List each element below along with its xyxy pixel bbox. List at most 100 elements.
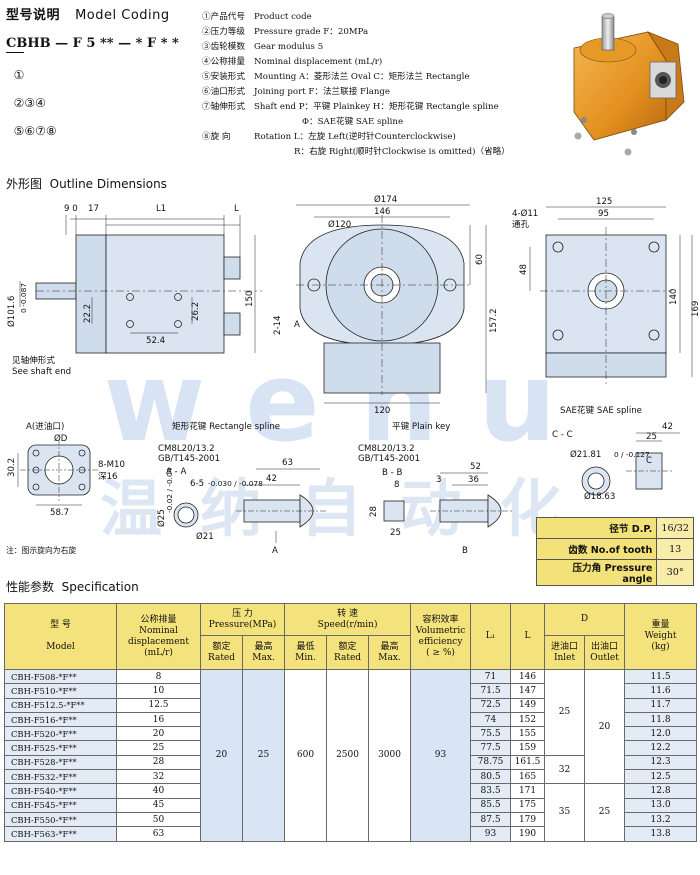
svg-text:140: 140 — [669, 289, 679, 305]
inlet-value-a: 25 — [544, 669, 586, 756]
model-code-numbers: ① ②③④ ⑤⑥⑦⑧ — [6, 54, 57, 138]
outline-title: 外形图 Outline Dimensions — [6, 177, 167, 191]
svg-text:SAE花键 SAE spline: SAE花键 SAE spline — [560, 404, 642, 416]
inlet-value-c: 35 — [544, 783, 586, 842]
svg-text:22.2: 22.2 — [83, 304, 93, 323]
outline-drawings: 9 0 17 L1 L Ø101.6 0 -0.087 22.2 52.4 26… — [6, 195, 700, 556]
svg-text:157.2: 157.2 — [489, 308, 499, 333]
inlet-labels: A(进油口) ØD 30.2 58.7 8-M10 深16 — [7, 420, 125, 518]
svg-text:CM8L20/13.2: CM8L20/13.2 — [358, 444, 415, 454]
plain-key-labels: 平键 Plain key CM8L20/13.2 GB/T145-2001 B … — [358, 420, 481, 556]
rect-spline-labels: 矩形花键 Rectangle spline CM8L20/13.2 GB/T14… — [156, 420, 293, 556]
svg-text:A - A: A - A — [166, 467, 186, 477]
svg-text:Ø21.81: Ø21.81 — [570, 449, 601, 460]
front-view — [296, 204, 487, 404]
inlet-label: A(进油口) — [26, 420, 64, 432]
svg-text:矩形花键 Rectangle spline: 矩形花键 Rectangle spline — [172, 420, 280, 432]
code-number-1: ① — [13, 68, 25, 82]
sae-labels: SAE花键 SAE spline C - C Ø21.81 0 / -0.127… — [552, 404, 673, 502]
svg-text:63: 63 — [282, 458, 293, 468]
svg-text:Ø18.63: Ø18.63 — [584, 491, 615, 502]
see-shaft-cn: 见轴伸形式 — [12, 354, 55, 366]
efficiency-value: 93 — [410, 669, 472, 842]
svg-text:ØD: ØD — [54, 433, 68, 444]
svg-text:L1: L1 — [156, 204, 166, 214]
svg-text:Ø25: Ø25 — [156, 509, 167, 527]
col-L1: L₁ — [470, 603, 512, 670]
svg-text:A: A — [294, 320, 300, 330]
model-coding-title-en: Model Coding — [75, 8, 170, 23]
svg-text:Ø21: Ø21 — [196, 531, 214, 542]
svg-text:58.7: 58.7 — [50, 508, 69, 518]
side-view-labels: 9 0 17 L1 L Ø101.6 0 -0.087 22.2 52.4 26… — [6, 204, 255, 377]
svg-text:6-5: 6-5 — [190, 479, 204, 489]
svg-text:A: A — [272, 546, 278, 556]
svg-text:28: 28 — [369, 506, 379, 517]
svg-text:95: 95 — [598, 209, 609, 219]
svg-text:52: 52 — [470, 462, 481, 472]
spline-row-dp: 径节 D.P.16/32 — [535, 517, 694, 539]
svg-text:GB/T145-2001: GB/T145-2001 — [358, 454, 420, 464]
svg-text:9 0: 9 0 — [64, 204, 78, 214]
svg-text:125: 125 — [596, 197, 612, 207]
code-underline — [6, 52, 24, 53]
pressure-max-value: 25 — [241, 669, 286, 842]
svg-text:Ø174: Ø174 — [374, 195, 397, 205]
table-row: CBH-F508-*F**8 20 25 600 2500 3000 93 71… — [4, 668, 698, 842]
svg-text:L: L — [234, 204, 239, 214]
col-D: D — [544, 603, 626, 636]
col-L: L — [510, 603, 546, 670]
svg-text:平键 Plain key: 平键 Plain key — [392, 420, 450, 432]
code-line-8b: R：右旋 Right(顺时针Clockwise is omitted)（省略） — [294, 147, 510, 157]
svg-text:8-M10: 8-M10 — [98, 460, 125, 470]
code-number-5-8: ⑤⑥⑦⑧ — [13, 124, 57, 138]
svg-text:42: 42 — [266, 474, 277, 484]
speed-max-value: 3000 — [368, 669, 412, 842]
pump-body-icon — [573, 13, 685, 156]
svg-text:30.2: 30.2 — [7, 458, 17, 477]
plain-key-shaft — [383, 472, 512, 528]
svg-text:146: 146 — [374, 207, 390, 217]
svg-text:60: 60 — [475, 254, 485, 265]
outlet-value-a: 20 — [584, 668, 626, 785]
side-view — [19, 215, 262, 354]
svg-text:3: 3 — [436, 475, 441, 485]
svg-text:0 -0.087: 0 -0.087 — [19, 283, 28, 313]
inlet-value-b: 32 — [544, 754, 586, 785]
svg-text:GB/T145-2001: GB/T145-2001 — [158, 454, 220, 464]
model-coding-title-cn: 型号说明 — [6, 8, 61, 23]
svg-text:25: 25 — [390, 528, 401, 538]
svg-text:36: 36 — [468, 475, 479, 485]
pump-photo — [573, 13, 685, 156]
code-number-2-4: ②③④ — [13, 96, 46, 110]
svg-text:48: 48 — [519, 264, 529, 275]
svg-text:通孔: 通孔 — [512, 219, 530, 230]
svg-text:0 / -0.127: 0 / -0.127 — [614, 450, 650, 459]
svg-text:-0.02 / -0.04: -0.02 / -0.04 — [165, 467, 174, 513]
svg-text:169: 169 — [691, 301, 700, 317]
svg-text:Ø120: Ø120 — [328, 219, 351, 230]
